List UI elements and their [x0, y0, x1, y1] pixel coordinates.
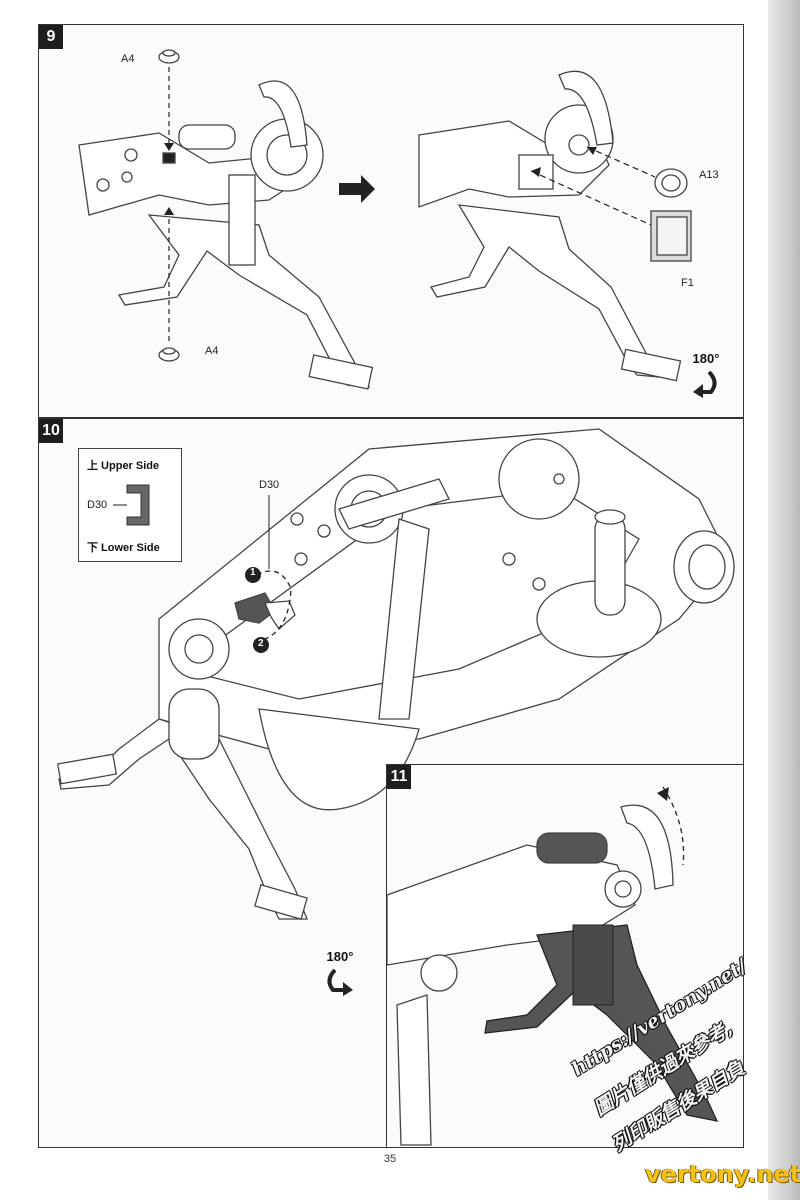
page-edge-shadow — [768, 0, 800, 1200]
right-shield — [558, 70, 614, 146]
step-11-illustration — [387, 786, 719, 1146]
d30-orientation-callout: 上 Upper Side D30 下 Lower Side — [78, 448, 182, 562]
motion-arrow-icon — [657, 787, 669, 801]
step-11-number: 11 — [387, 765, 411, 789]
right-assembly-body — [418, 120, 610, 208]
part-label-d30: D30 — [259, 479, 280, 491]
d30-bracket-icon — [113, 484, 150, 526]
part-label-a4-top: A4 — [121, 53, 135, 65]
d30-part — [234, 592, 276, 624]
step-flow-arrow — [339, 175, 375, 203]
step-10-illustration — [56, 428, 735, 920]
bellows — [168, 688, 220, 760]
step-9-illustration — [78, 49, 692, 390]
part-label-a4-bottom: A4 — [205, 345, 219, 357]
arm-shield — [620, 804, 674, 890]
callout-part-label: D30 — [87, 499, 108, 511]
step-9-number: 9 — [39, 25, 63, 49]
marker-2-text: 2 — [258, 638, 264, 649]
step-9-panel: 9 — [38, 24, 744, 418]
order-marker-1 — [245, 567, 261, 583]
step-11-panel: 11 — [386, 764, 744, 1148]
rotate-180-label-step10: 180° — [326, 949, 354, 964]
upper-side-label: 上 Upper Side — [87, 460, 160, 472]
left-leg — [117, 214, 371, 388]
rotate-arrow-icon — [693, 370, 717, 398]
order-marker-2 — [253, 637, 269, 653]
right-leg — [429, 204, 661, 378]
rotate-arrow-icon — [327, 968, 353, 996]
watermark-site: vertony.net — [645, 1160, 800, 1188]
step-10-number: 10 — [39, 419, 63, 443]
rotate-180-label: 180° — [692, 351, 720, 366]
right-axle — [568, 134, 590, 156]
part-label-f1: F1 — [681, 277, 694, 289]
left-shield — [258, 80, 308, 148]
bottom-bowl — [258, 708, 420, 811]
part-label-a13: A13 — [699, 169, 719, 181]
marker-1-text: 1 — [250, 567, 256, 578]
rotate-180-indicator-step10: 180° — [323, 949, 357, 996]
rotate-180-indicator: 180° — [689, 351, 723, 398]
page-number: 35 — [383, 1153, 397, 1165]
lower-side-label: 下 Lower Side — [87, 542, 160, 554]
